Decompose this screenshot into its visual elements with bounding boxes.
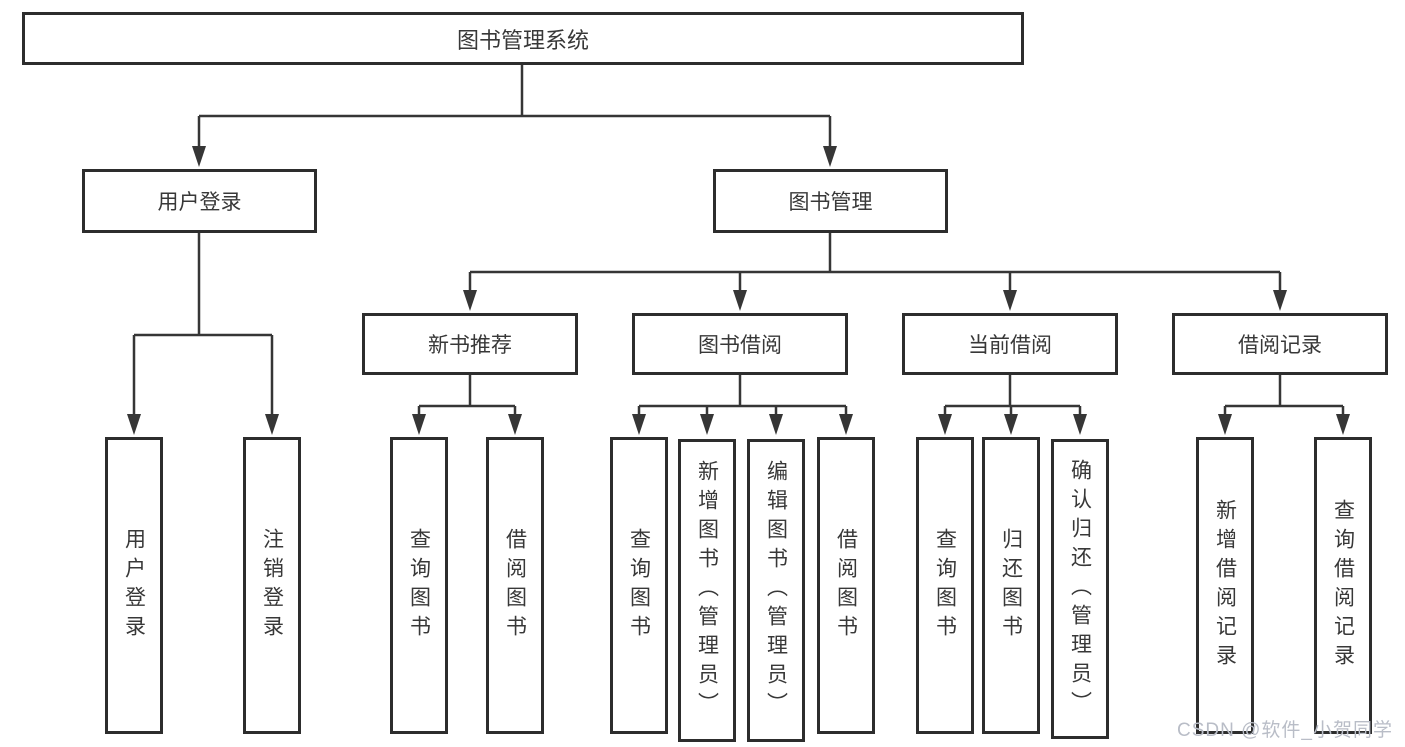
leaf-query-books-borrow: 查询图书 xyxy=(610,437,668,734)
leaf-confirm-return-admin: 确认归还（管理员） xyxy=(1051,439,1109,739)
node-new-book-recommendation: 新书推荐 xyxy=(362,313,578,375)
leaf-query-books-recommend: 查询图书 xyxy=(390,437,448,734)
csdn-watermark: CSDN @软件_小贺同学 xyxy=(1177,720,1393,741)
leaf-edit-book-admin: 编辑图书（管理员） xyxy=(747,439,805,742)
leaf-user-login: 用户登录 xyxy=(105,437,163,734)
leaf-borrow-books-recommend: 借阅图书 xyxy=(486,437,544,734)
leaf-query-books-current: 查询图书 xyxy=(916,437,974,734)
leaf-add-borrow-record: 新增借阅记录 xyxy=(1196,437,1254,734)
leaf-return-books: 归还图书 xyxy=(982,437,1040,734)
leaf-logout: 注销登录 xyxy=(243,437,301,734)
node-user-login: 用户登录 xyxy=(82,169,317,233)
leaf-query-borrow-record: 查询借阅记录 xyxy=(1314,437,1372,734)
node-book-management: 图书管理 xyxy=(713,169,948,233)
node-book-borrowing: 图书借阅 xyxy=(632,313,848,375)
node-current-borrowing: 当前借阅 xyxy=(902,313,1118,375)
leaf-add-book-admin: 新增图书（管理员） xyxy=(678,439,736,742)
node-borrowing-records: 借阅记录 xyxy=(1172,313,1388,375)
leaf-borrow-books: 借阅图书 xyxy=(817,437,875,734)
node-library-system: 图书管理系统 xyxy=(22,12,1024,65)
